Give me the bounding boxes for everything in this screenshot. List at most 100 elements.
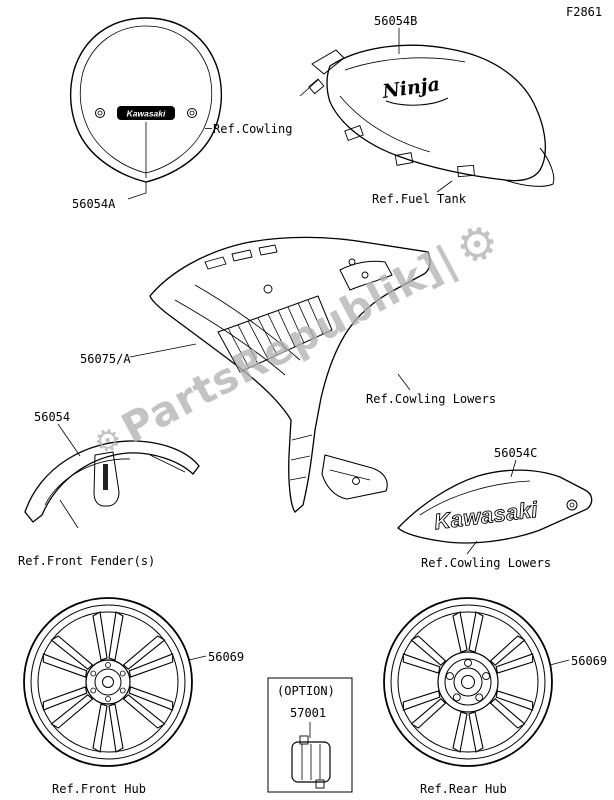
cowling-vent [258, 244, 278, 256]
leader-line [57, 423, 81, 457]
cowling-swoosh-line [194, 284, 301, 361]
tank-fitting [394, 152, 414, 166]
bolt-hole [97, 110, 103, 116]
fuel-tank-tail [504, 147, 555, 187]
bolt-hole [95, 108, 105, 118]
leader-line [549, 659, 570, 666]
bolt-hole [189, 110, 195, 116]
rim-circle [397, 611, 539, 753]
part-label-56054: 56054 [34, 410, 71, 424]
cowling-fastener [361, 271, 369, 279]
part-label-56075a: 56075/A [80, 352, 131, 366]
cowling-vent [204, 256, 227, 270]
rim-circle [30, 604, 186, 760]
ref-label-cowling-lowers-right: Ref.Cowling Lowers [421, 556, 552, 570]
upper-cowling-outline [149, 236, 431, 513]
ref-label-cowling: Ref.Cowling [213, 122, 293, 136]
tank-logo-flourish [385, 97, 449, 106]
hub-circle [85, 659, 131, 705]
lower-cowling-accent [419, 480, 531, 516]
part-label-57001: 57001 [290, 706, 327, 720]
part-label-56069-front: 56069 [208, 650, 245, 664]
cowling-vent [231, 249, 253, 262]
front-fender-outline [24, 440, 200, 523]
part-label-56069-rear: 56069 [571, 654, 608, 668]
fuel-tank-drawing: Ninja [299, 28, 555, 193]
part-label-56054a: 56054A [72, 197, 116, 211]
ref-label-fuel-tank: Ref.Fuel Tank [372, 192, 466, 206]
cowling-foot-piece [321, 454, 388, 500]
tank-fitting [344, 124, 364, 142]
front-wheel-spokes [42, 611, 174, 753]
leader-line [129, 343, 197, 358]
hub-holes [90, 662, 126, 702]
figure-code: F2861 [566, 5, 603, 19]
leader-line [188, 655, 207, 661]
front-wheel-drawing [23, 597, 207, 767]
lower-cowling-drawing: Kawasaki [397, 459, 593, 555]
part-label-56054b: 56054B [374, 14, 418, 28]
windshield-badge-plate [117, 106, 175, 120]
steering-bracket-line [299, 79, 319, 97]
leader-line [127, 182, 147, 200]
rear-wheel-spokes [402, 611, 534, 753]
fender-decal-stripe [103, 464, 108, 490]
rim-circle [37, 611, 179, 753]
hub-circle [437, 651, 499, 713]
fuel-tank-crease [339, 95, 431, 153]
front-fender-drawing [24, 423, 200, 529]
option-part-tab [315, 779, 325, 789]
fender-stay-line [59, 499, 79, 529]
ref-label-front-hub: Ref.Front Hub [52, 782, 146, 796]
windshield-kawasaki-badge-text: Kawasaki [127, 109, 166, 119]
fender-bracket [93, 451, 120, 507]
leader-line [510, 459, 517, 478]
lower-cowling-kawasaki-logo: Kawasaki [433, 497, 540, 535]
hub-circle [102, 676, 114, 688]
ref-label-cowling-lowers-mid: Ref.Cowling Lowers [366, 392, 497, 406]
cowling-fastener [569, 502, 575, 508]
bolt-hole [187, 108, 197, 118]
cowling-side-bracket [339, 260, 393, 291]
leader-line [436, 180, 453, 193]
windshield-drawing: Kawasaki [69, 17, 223, 200]
hub-circle [461, 675, 475, 689]
tank-fitting [308, 78, 325, 95]
upper-cowling-drawing [129, 236, 431, 513]
cowling-tail-tick [289, 476, 307, 481]
ref-label-front-fender: Ref.Front Fender(s) [18, 554, 156, 568]
option-part-tab [299, 735, 309, 745]
tank-ninja-logo: Ninja [380, 73, 441, 103]
fuel-tank-crease [344, 57, 466, 71]
option-box-drawing [267, 677, 353, 793]
hub-circle [453, 667, 483, 697]
option-box-border [267, 677, 353, 793]
cowling-fastener [352, 477, 360, 485]
rim-circle [390, 604, 546, 760]
cowling-fastener [566, 499, 578, 511]
steering-bracket [311, 49, 345, 75]
cowling-tail-tick [291, 434, 313, 441]
option-part-body [291, 741, 331, 783]
cowling-stripe-panel [217, 295, 333, 373]
fuel-tank-outline [326, 44, 546, 182]
ref-label-rear-hub: Ref.Rear Hub [420, 782, 507, 796]
cowling-tail-tick [290, 455, 311, 461]
rear-wheel-drawing [383, 597, 570, 767]
cowling-fastener [263, 284, 273, 294]
cowling-foot-line [329, 469, 371, 481]
option-label: (OPTION) [277, 684, 335, 698]
hub-circle [444, 658, 492, 706]
leader-line [466, 540, 478, 555]
cowling-swoosh-line [174, 299, 286, 376]
hub-circle [94, 668, 122, 696]
lower-cowling-outline [397, 469, 593, 544]
cowling-stripe-decal [227, 299, 324, 369]
leader-line [397, 373, 411, 391]
front-fender-inner-line [44, 458, 131, 506]
tank-fitting [457, 164, 475, 178]
part-label-56054c: 56054C [494, 446, 538, 460]
fender-stay-line [149, 454, 186, 473]
